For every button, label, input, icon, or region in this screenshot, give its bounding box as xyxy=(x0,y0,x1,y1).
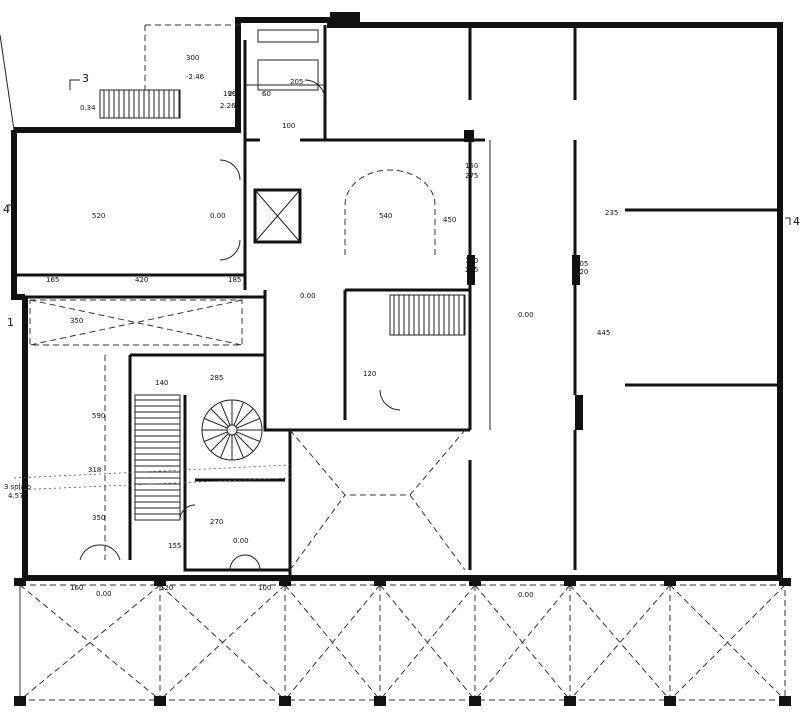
elevation-basement: -2.46 xyxy=(186,73,205,81)
section-mark-1: 1 xyxy=(7,316,14,329)
svg-text:420: 420 xyxy=(135,276,148,284)
spiral-tread xyxy=(220,402,231,426)
portico-pier-top xyxy=(154,578,166,586)
svg-text:185: 185 xyxy=(228,276,241,284)
svg-text:235: 235 xyxy=(605,209,618,217)
svg-text:275: 275 xyxy=(465,172,478,180)
spiral-tread xyxy=(233,434,244,458)
svg-text:285: 285 xyxy=(210,374,223,382)
spiral-tread xyxy=(210,433,229,452)
svg-text:120: 120 xyxy=(160,584,173,592)
svg-text:540: 540 xyxy=(379,212,392,220)
label-solaio: 3 solaio xyxy=(4,483,31,491)
portico-pier-top xyxy=(14,578,26,586)
svg-text:150: 150 xyxy=(465,162,478,170)
grid-ticks xyxy=(13,140,491,491)
vault-diagonal xyxy=(284,584,381,701)
portico-pier xyxy=(779,696,791,706)
vault-diagonal xyxy=(569,584,671,701)
elevation-small-room: 0.00 xyxy=(233,537,249,545)
svg-text:155: 155 xyxy=(168,542,181,550)
spiral-tread xyxy=(210,408,229,427)
portico-pier xyxy=(469,696,481,706)
svg-text:100: 100 xyxy=(258,584,271,592)
svg-text:300: 300 xyxy=(186,54,199,62)
svg-text:160: 160 xyxy=(70,584,83,592)
staircases xyxy=(99,89,466,521)
vault-diagonal xyxy=(669,584,786,701)
svg-text:520: 520 xyxy=(92,212,105,220)
section-mark-4-right: 4 xyxy=(793,215,800,228)
svg-text:590: 590 xyxy=(92,412,105,420)
dimension-labels: 300 290 190 205 60 100 520 165 420 185 5… xyxy=(46,54,618,592)
portico-pier xyxy=(154,696,166,706)
svg-text:450: 450 xyxy=(443,216,456,224)
elevation-portico-right: 0.00 xyxy=(518,591,534,599)
svg-text:275: 275 xyxy=(465,266,478,274)
vault-lines xyxy=(29,24,466,571)
svg-text:100: 100 xyxy=(282,122,295,130)
svg-text:350: 350 xyxy=(92,514,105,522)
spiral-tread xyxy=(235,433,254,452)
svg-text:270: 270 xyxy=(210,518,223,526)
elevation-stair: 0.00 xyxy=(300,292,316,300)
door-swings xyxy=(79,79,401,571)
spiral-tread xyxy=(235,408,254,427)
portico-pier xyxy=(374,696,386,706)
svg-text:318: 318 xyxy=(88,466,101,474)
section-mark-3: 3 xyxy=(82,72,89,85)
svg-text:60: 60 xyxy=(262,90,271,98)
portico-pier xyxy=(664,696,676,706)
portico-pier-top xyxy=(279,578,291,586)
portico-pier-top xyxy=(469,578,481,586)
elevation-stair-landing: 0.34 xyxy=(80,104,96,112)
portico-pier-top xyxy=(664,578,676,586)
svg-text:165: 165 xyxy=(46,276,59,284)
elevation-portico-left: 0.00 xyxy=(96,590,112,598)
vault-diagonal xyxy=(569,584,671,701)
svg-text:140: 140 xyxy=(155,379,168,387)
elevation-solaio: 4.57 xyxy=(8,492,24,500)
elevation-upper: 2.26 xyxy=(220,102,236,110)
spiral-tread xyxy=(204,418,228,429)
portico xyxy=(14,578,791,706)
portico-pier xyxy=(564,696,576,706)
elevation-hall: 0.00 xyxy=(210,212,226,220)
svg-text:290: 290 xyxy=(228,90,241,98)
wall-piers xyxy=(330,12,583,430)
svg-text:445: 445 xyxy=(597,329,610,337)
spiral-tread xyxy=(204,431,228,442)
svg-text:190: 190 xyxy=(223,90,236,98)
portico-pier xyxy=(279,696,291,706)
elevation-right-room: 0.00 xyxy=(518,311,534,319)
vault-diagonal xyxy=(379,584,476,701)
svg-text:220: 220 xyxy=(575,268,588,276)
interior-walls xyxy=(14,25,780,578)
spiral-tread xyxy=(236,431,260,442)
spiral-tread xyxy=(233,402,244,426)
svg-text:205: 205 xyxy=(290,78,303,86)
svg-text:105: 105 xyxy=(575,260,588,268)
vault-diagonal xyxy=(159,584,286,701)
spiral-tread xyxy=(236,418,260,429)
portico-pier xyxy=(14,696,26,706)
vault-diagonal xyxy=(474,584,571,701)
portico-pier-top xyxy=(374,578,386,586)
portico-pier-top xyxy=(779,578,791,586)
section-mark-4-left: 4 xyxy=(3,203,10,216)
section-marks: 3 4 1 4 xyxy=(3,72,800,329)
svg-text:350: 350 xyxy=(70,317,83,325)
svg-text:120: 120 xyxy=(363,370,376,378)
svg-text:110: 110 xyxy=(465,257,478,265)
portico-pier-top xyxy=(564,578,576,586)
spiral-tread xyxy=(220,434,231,458)
vault-diagonal xyxy=(19,584,161,701)
elevation-labels: 0.00 0.00 0.00 0.00 0.00 0.00 -2.46 0.34… xyxy=(4,73,534,599)
